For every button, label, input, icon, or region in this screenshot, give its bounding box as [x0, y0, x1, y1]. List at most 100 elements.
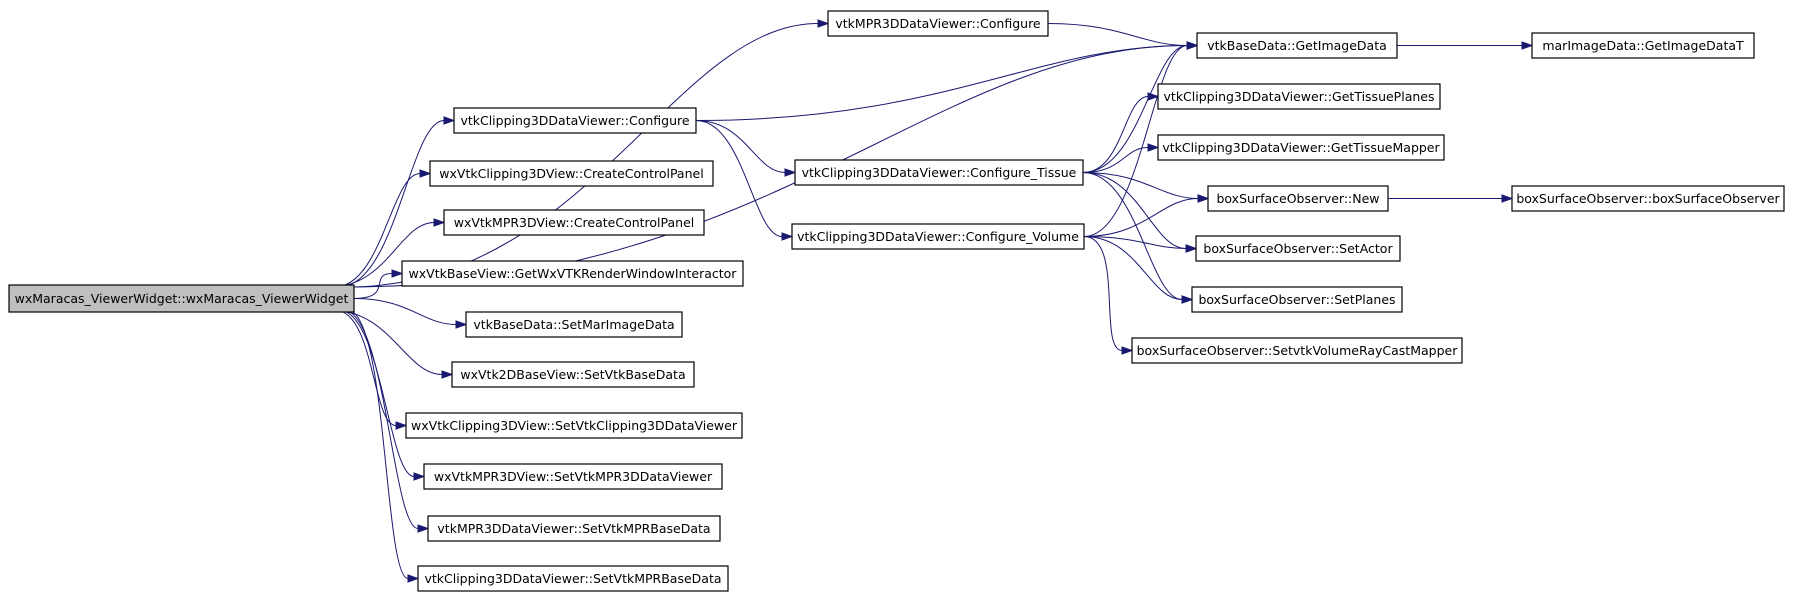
edge-arrowhead: [443, 116, 456, 125]
node-bso_new[interactable]: boxSurfaceObserver::New: [1207, 185, 1389, 212]
node-label: wxVtkClipping3DView::CreateControlPanel: [439, 166, 703, 181]
edge-arrowhead: [1197, 194, 1210, 203]
node-clip3d_conf_tissue[interactable]: vtkClipping3DDataViewer::Configure_Tissu…: [794, 159, 1084, 186]
edge-arrowhead: [395, 421, 408, 430]
node-mpr3d_setmprbase[interactable]: vtkMPR3DDataViewer::SetVtkMPRBaseData: [427, 515, 721, 542]
node-box: [1195, 235, 1401, 262]
edge-arrowhead: [1521, 41, 1534, 50]
edge-clip3d_configure-to-basedata_getimage: [695, 41, 1199, 121]
node-box: [794, 159, 1084, 186]
node-basedata_getimage[interactable]: vtkBaseData::GetImageData: [1196, 32, 1398, 59]
node-clip3d_conf_volume[interactable]: vtkClipping3DDataViewer::Configure_Volum…: [791, 223, 1085, 250]
edge-line: [1083, 45, 1188, 237]
node-label: wxVtkClipping3DView::SetVtkClipping3DDat…: [411, 418, 738, 433]
edge-arrowhead: [407, 574, 420, 583]
edge-line: [353, 298, 457, 325]
node-box: [405, 412, 743, 439]
edge-line: [1082, 172, 1187, 249]
edge-line: [695, 45, 1188, 121]
edge-arrowhead: [417, 524, 430, 533]
node-label: vtkClipping3DDataViewer::Configure: [460, 113, 689, 128]
node-box: [423, 463, 723, 490]
node-wx2d_setbase[interactable]: wxVtk2DBaseView::SetVtkBaseData: [451, 361, 695, 388]
edge-arrowhead: [784, 168, 797, 177]
node-wxmpr_setviewer[interactable]: wxVtkMPR3DView::SetVtkMPR3DDataViewer: [423, 463, 723, 490]
node-label: marImageData::GetImageDataT: [1542, 38, 1744, 53]
edge-line: [1083, 236, 1187, 249]
edge-line: [330, 309, 443, 375]
edge-arrowhead: [433, 218, 446, 227]
edge-bso_new-to-bso_ctor: [1388, 194, 1514, 203]
edge-root-to-mpr3d_setmprbase: [343, 309, 430, 533]
node-label: vtkClipping3DDataViewer::Configure_Tissu…: [802, 165, 1077, 180]
node-bso_setraycast[interactable]: boxSurfaceObserver::SetvtkVolumeRayCastM…: [1131, 337, 1463, 364]
edge-arrowhead: [1185, 244, 1198, 253]
node-label: wxVtkMPR3DView::CreateControlPanel: [454, 215, 695, 230]
edge-line: [695, 120, 783, 237]
node-mpr3d_configure[interactable]: vtkMPR3DDataViewer::Configure: [827, 10, 1049, 37]
edge-line: [1083, 236, 1123, 351]
node-clip3d_gettissueplanes[interactable]: vtkClipping3DDataViewer::GetTissuePlanes: [1157, 83, 1441, 110]
node-box: [827, 10, 1049, 37]
node-bso_ctor[interactable]: boxSurfaceObserver::boxSurfaceObserver: [1511, 185, 1785, 212]
node-box: [401, 260, 744, 287]
node-wxclip_ccp[interactable]: wxVtkClipping3DView::CreateControlPanel: [429, 160, 714, 187]
node-bso_setactor[interactable]: boxSurfaceObserver::SetActor: [1195, 235, 1401, 262]
edge-line: [1082, 172, 1183, 300]
edge-arrowhead: [441, 370, 454, 379]
edge-clip3d_configure-to-clip3d_conf_tissue: [695, 120, 797, 177]
edge-line: [1083, 236, 1183, 300]
edge-arrowhead: [413, 472, 426, 481]
edge-line: [695, 120, 786, 173]
edge-arrowhead: [1147, 92, 1160, 101]
edge-line: [347, 309, 409, 579]
edge-arrowhead: [1121, 346, 1134, 355]
edge-arrowhead: [419, 169, 432, 178]
edge-root-to-clip3d_configure: [338, 116, 456, 288]
edge-line: [1082, 96, 1149, 173]
edge-clip3d_conf_volume-to-bso_setplanes: [1083, 236, 1194, 304]
node-box: [1157, 134, 1445, 161]
node-box: [1157, 83, 1441, 110]
node-wxbase_getrwi[interactable]: wxVtkBaseView::GetWxVTKRenderWindowInter…: [401, 260, 744, 287]
edge-line: [343, 309, 419, 529]
node-label: wxVtkBaseView::GetWxVTKRenderWindowInter…: [409, 266, 738, 281]
node-wxmpr_ccp[interactable]: wxVtkMPR3DView::CreateControlPanel: [443, 209, 705, 236]
edge-arrowhead: [391, 269, 404, 278]
edge-arrowhead: [1501, 194, 1514, 203]
edge-root-to-wxclip_ccp: [334, 169, 432, 288]
node-clip3d_setmprbase[interactable]: vtkClipping3DDataViewer::SetVtkMPRBaseDa…: [417, 565, 729, 592]
node-bso_setplanes[interactable]: boxSurfaceObserver::SetPlanes: [1191, 286, 1403, 313]
edge-line: [1082, 172, 1199, 199]
edge-clip3d_configure-to-clip3d_conf_volume: [695, 120, 794, 241]
node-label: vtkBaseData::GetImageData: [1207, 38, 1387, 53]
node-wxclip_setviewer[interactable]: wxVtkClipping3DView::SetVtkClipping3DDat…: [405, 412, 743, 439]
node-clip3d_configure[interactable]: vtkClipping3DDataViewer::Configure: [453, 107, 697, 134]
edge-arrowhead: [1147, 143, 1160, 152]
node-box: [417, 565, 729, 592]
edge-root-to-wxbase_getrwi: [353, 269, 404, 299]
edge-arrowhead: [1181, 295, 1194, 304]
node-label: wxMaracas_ViewerWidget::wxMaracas_Viewer…: [15, 291, 349, 306]
node-label: boxSurfaceObserver::SetActor: [1203, 241, 1393, 256]
node-label: vtkClipping3DDataViewer::GetTissuePlanes: [1164, 89, 1435, 104]
node-label: boxSurfaceObserver::SetvtkVolumeRayCastM…: [1137, 343, 1459, 358]
node-box: [791, 223, 1085, 250]
node-box: [465, 311, 683, 338]
node-label: vtkBaseData::SetMarImageData: [473, 317, 674, 332]
node-box: [429, 160, 714, 187]
node-box: [451, 361, 695, 388]
edge-line: [1047, 23, 1188, 46]
edge-line: [334, 309, 397, 426]
edge-root-to-mpr3d_configure: [346, 19, 830, 288]
edge-line: [353, 273, 393, 299]
edge-arrowhead: [1186, 41, 1199, 50]
node-mar_getimaget[interactable]: marImageData::GetImageDataT: [1531, 32, 1755, 59]
edge-clip3d_conf_volume-to-bso_setraycast: [1083, 236, 1134, 355]
edge-line: [1082, 45, 1188, 173]
edge-clip3d_conf_tissue-to-clip3d_gettissuemapper: [1082, 143, 1160, 173]
node-basedata_setmar[interactable]: vtkBaseData::SetMarImageData: [465, 311, 683, 338]
node-clip3d_gettissuemapper[interactable]: vtkClipping3DDataViewer::GetTissueMapper: [1157, 134, 1445, 161]
node-label: vtkClipping3DDataViewer::GetTissueMapper: [1162, 140, 1440, 155]
node-root[interactable]: wxMaracas_ViewerWidget::wxMaracas_Viewer…: [8, 284, 355, 313]
